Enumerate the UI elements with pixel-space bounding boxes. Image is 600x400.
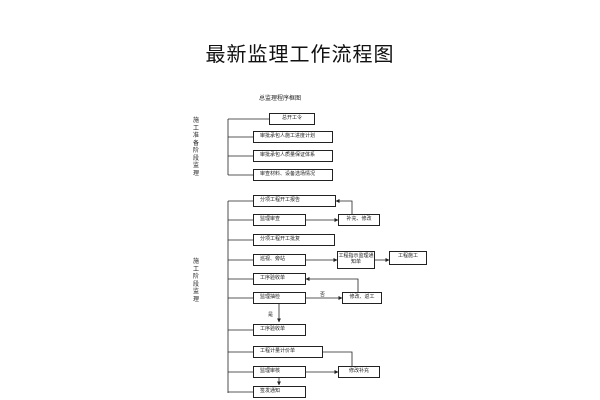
section-label-construction: 施工阶段监理 — [192, 258, 199, 303]
box-process-acceptance-top: 工序验收单 — [253, 273, 306, 285]
box-process-acceptance: 工序验收单 — [253, 324, 306, 336]
flowchart-title: 总监理程序框图 — [258, 95, 301, 102]
box-instruction-notice: 工程指示监理通知单 — [337, 251, 375, 269]
box-subitem-start-report: 分项工程开工报告 — [253, 195, 336, 207]
box-supplement-modify: 补充、修改 — [338, 214, 380, 226]
page-title: 最新监理工作流程图 — [205, 42, 395, 66]
box-subitem-start-approval: 分项工程开工批复 — [253, 234, 335, 246]
box-supervision-review: 监理审查 — [253, 214, 306, 226]
box-quantity-pricing: 工程计量计价单 — [253, 346, 323, 358]
label-fail: 否 — [320, 292, 326, 298]
box-modify-supplement: 修改补充 — [338, 366, 380, 378]
box-review-materials-equipment: 审查材料、设备选场情况 — [253, 169, 333, 181]
box-approve-quality-system: 审批承包人质量保证体系 — [253, 150, 333, 162]
box-approve-schedule-plan: 审批承包人施工进度计划 — [253, 131, 333, 143]
section-label-preparation: 施工准备阶段监理 — [192, 117, 199, 177]
label-pass: 是 — [268, 312, 274, 318]
box-supervision-audit: 监理审核 — [253, 366, 306, 378]
box-patrol-side-station: 巡视、旁站 — [253, 254, 306, 266]
box-overall-start-order: 总开工令 — [269, 113, 315, 125]
box-construction: 工程施工 — [389, 251, 427, 265]
box-modify-rework: 修改、返工 — [342, 292, 382, 304]
box-issue-notice: 签发通知 — [253, 386, 306, 398]
box-supervision-spot-check: 监理抽检 — [253, 292, 306, 304]
